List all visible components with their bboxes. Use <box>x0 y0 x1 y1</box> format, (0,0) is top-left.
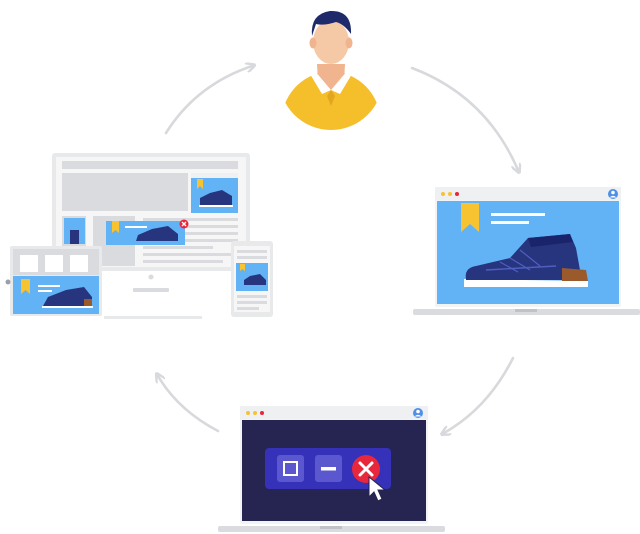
maximize-icon[interactable] <box>277 455 304 482</box>
laptop-close-display <box>218 406 445 532</box>
arrow-close-to-devices <box>158 376 220 433</box>
arrow-devices-to-user <box>164 66 252 135</box>
laptop-ad-display <box>413 187 640 315</box>
cycle-arrows <box>158 66 518 433</box>
multi-device-group <box>5 153 273 319</box>
tablet-icon <box>5 246 102 316</box>
arrow-user-to-laptop <box>410 66 518 170</box>
bookmark-icon <box>461 203 479 232</box>
user-avatar-icon <box>279 10 383 130</box>
sneaker-icon <box>464 234 588 287</box>
phone-icon <box>231 241 273 317</box>
cursor-icon <box>368 475 387 502</box>
arrow-laptop-to-close <box>444 356 515 433</box>
close-icon[interactable] <box>352 455 380 483</box>
minimize-icon[interactable] <box>315 455 342 482</box>
